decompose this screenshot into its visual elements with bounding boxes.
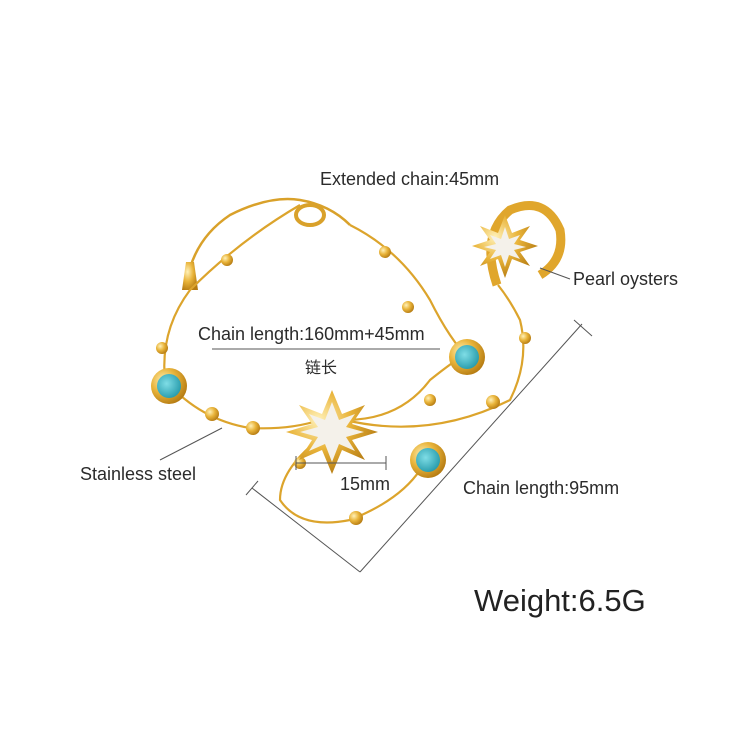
turquoise-stones bbox=[151, 339, 485, 478]
extended-chain-label: Extended chain:45mm bbox=[320, 169, 500, 189]
star-pendant bbox=[286, 390, 378, 474]
ring bbox=[472, 201, 566, 287]
pearl-oysters-label: Pearl oysters bbox=[573, 269, 679, 289]
chain-end-drop bbox=[182, 262, 198, 290]
star-size-label: 15mm bbox=[340, 474, 391, 494]
ring-chain-length-label: Chain length:95mm bbox=[463, 478, 620, 498]
annotation-lines bbox=[159, 267, 593, 573]
weight-label: Weight:6.5G bbox=[474, 583, 646, 618]
chain-length-cn-label: 链长 bbox=[305, 360, 338, 377]
lobster-clasp bbox=[294, 203, 326, 227]
extender-chain bbox=[188, 197, 351, 269]
stainless-steel-label: Stainless steel bbox=[80, 464, 197, 484]
bracelet-chain-length-label: Chain length:160mm+45mm bbox=[198, 324, 425, 344]
